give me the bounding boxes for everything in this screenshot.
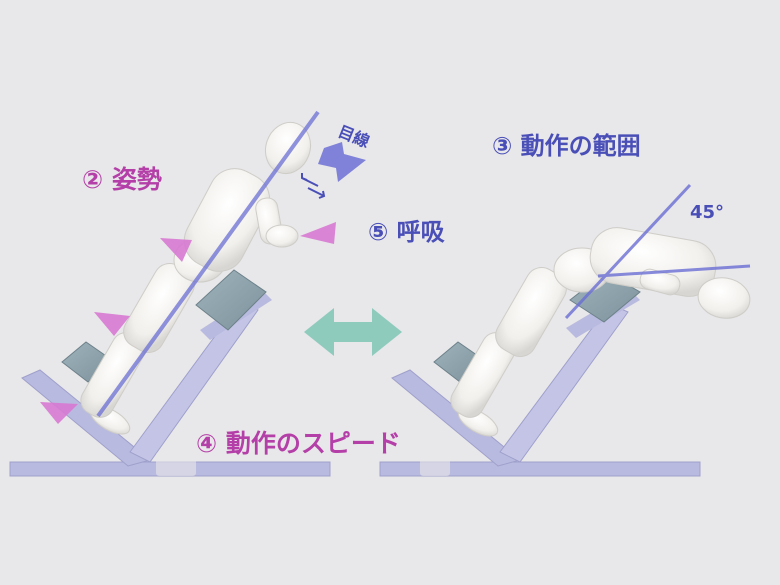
posture-guide-line — [96, 110, 320, 418]
speed-label: ④ 動作のスピード — [196, 429, 401, 458]
angle-lines — [564, 183, 751, 320]
posture-label: ② 姿勢 — [82, 165, 162, 194]
posture-pointer-arrows — [40, 222, 336, 424]
double-arrow-icon — [304, 308, 402, 356]
right-figure — [450, 227, 751, 437]
breath-label: ⑤ 呼吸 — [368, 218, 445, 246]
range-label: ③ 動作の範囲 — [492, 132, 641, 160]
left-figure — [80, 121, 312, 435]
angle-label: 45° — [690, 202, 725, 223]
label-gap-marks — [156, 452, 450, 476]
breath-arrows-icon — [301, 173, 326, 199]
gaze-arrow-icon — [318, 142, 366, 182]
